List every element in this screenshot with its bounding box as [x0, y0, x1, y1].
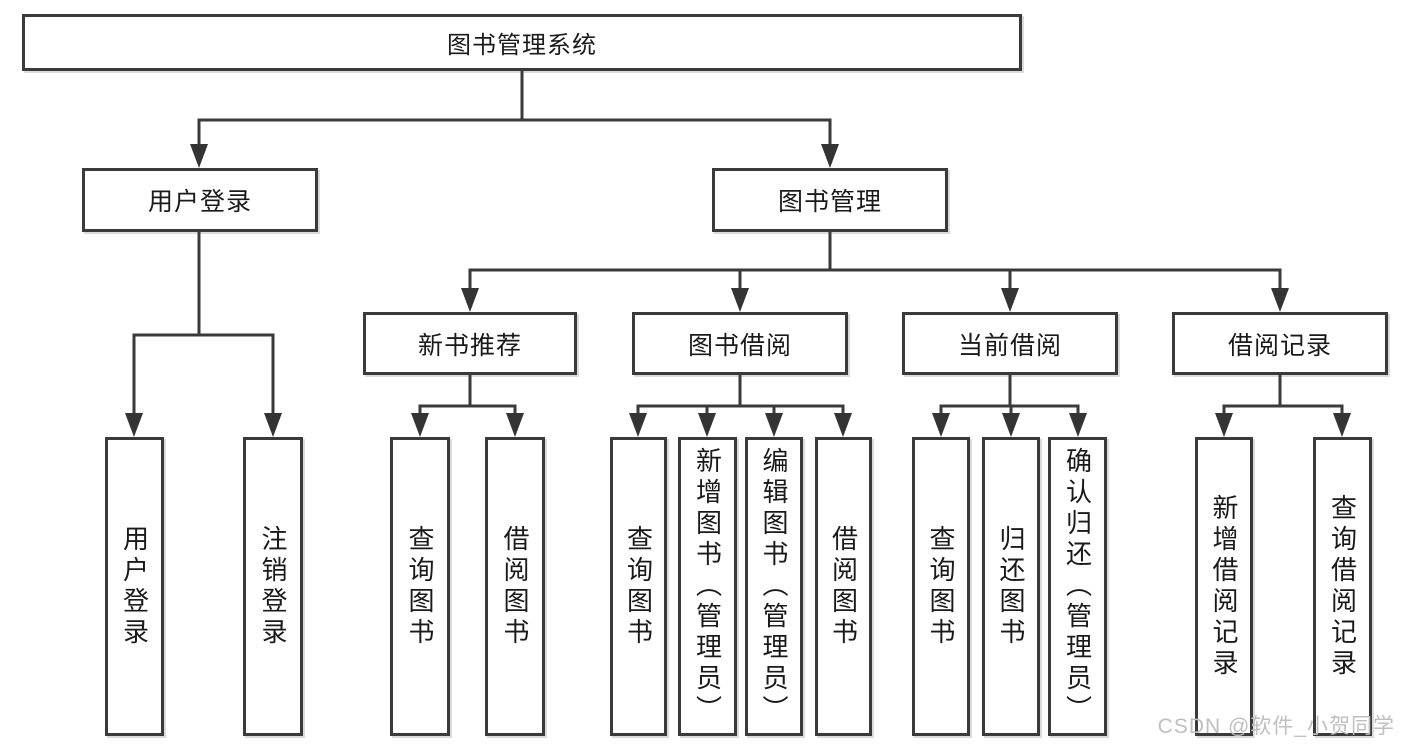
node-label: 编辑图书（管理员）	[759, 447, 789, 726]
node-label: 借阅图书	[500, 524, 530, 649]
node-label: 当前借阅	[957, 331, 1062, 360]
arrowhead-icon	[629, 413, 647, 437]
node-logout: 注销登录	[243, 437, 303, 736]
node-query-borrow-record: 查询借阅记录	[1313, 437, 1372, 736]
arrowhead-icon	[264, 413, 282, 437]
node-new-book-recommend: 新书推荐	[363, 312, 577, 375]
node-borrow-records: 借阅记录	[1172, 312, 1388, 375]
node-label: 新增借阅记录	[1209, 493, 1239, 680]
node-label: 借阅记录	[1227, 331, 1332, 360]
arrowhead-icon	[1069, 413, 1087, 437]
connector-arrows	[125, 144, 1351, 437]
node-label: 图书管理系统	[447, 32, 597, 59]
arrowhead-icon	[1001, 288, 1019, 312]
node-label: 查询借阅记录	[1327, 493, 1358, 680]
arrowhead-icon	[1271, 288, 1289, 312]
node-library-system: 图书管理系统	[22, 14, 1022, 71]
node-add-borrow-record: 新增借阅记录	[1195, 437, 1253, 736]
node-current-borrow: 当前借阅	[902, 312, 1118, 375]
node-borrow-books-1: 借阅图书	[485, 437, 545, 736]
node-edit-books-admin: 编辑图书（管理员）	[745, 437, 803, 736]
node-label: 借阅图书	[828, 524, 859, 649]
arrowhead-icon	[461, 288, 479, 312]
node-label: 查询图书	[623, 524, 654, 649]
arrowhead-icon	[411, 413, 429, 437]
node-label: 图书借阅	[687, 331, 792, 360]
arrowhead-icon	[1002, 413, 1020, 437]
node-book-management: 图书管理	[712, 168, 948, 232]
arrowhead-icon	[1215, 413, 1233, 437]
node-label: 归还图书	[996, 524, 1026, 649]
arrowhead-icon	[731, 288, 749, 312]
connector-paths	[132, 71, 1344, 416]
arrowhead-icon	[932, 413, 950, 437]
node-query-books-3: 查询图书	[912, 437, 970, 736]
node-label: 查询图书	[926, 524, 956, 649]
node-label: 用户登录	[119, 524, 150, 649]
node-label: 确认归还（管理员）	[1062, 447, 1093, 726]
node-label: 用户登录	[147, 188, 252, 216]
watermark: CSDN @软件_小贺同学	[1157, 715, 1395, 738]
node-label: 注销登录	[258, 524, 288, 649]
arrowhead-icon	[506, 413, 524, 437]
node-return-books: 归还图书	[982, 437, 1040, 736]
node-label: 图书管理	[777, 188, 882, 216]
arrowhead-icon	[190, 144, 208, 168]
arrowhead-icon	[698, 413, 716, 437]
node-label: 查询图书	[405, 524, 435, 649]
node-user-login-leaf: 用户登录	[105, 437, 164, 736]
arrowhead-icon	[765, 413, 783, 437]
arrowhead-icon	[125, 413, 143, 437]
node-book-borrow: 图书借阅	[632, 312, 848, 375]
node-query-books-2: 查询图书	[610, 437, 667, 736]
node-label: 新增图书（管理员）	[692, 447, 723, 726]
node-query-books-1: 查询图书	[390, 437, 450, 736]
node-user-login: 用户登录	[82, 168, 318, 232]
arrowhead-icon	[1333, 413, 1351, 437]
arrowhead-icon	[821, 144, 839, 168]
node-label: 新书推荐	[417, 331, 522, 360]
node-add-books-admin: 新增图书（管理员）	[678, 437, 737, 736]
arrowhead-icon	[834, 413, 852, 437]
node-borrow-books-2: 借阅图书	[815, 437, 872, 736]
node-confirm-return-admin: 确认归还（管理员）	[1048, 437, 1107, 736]
